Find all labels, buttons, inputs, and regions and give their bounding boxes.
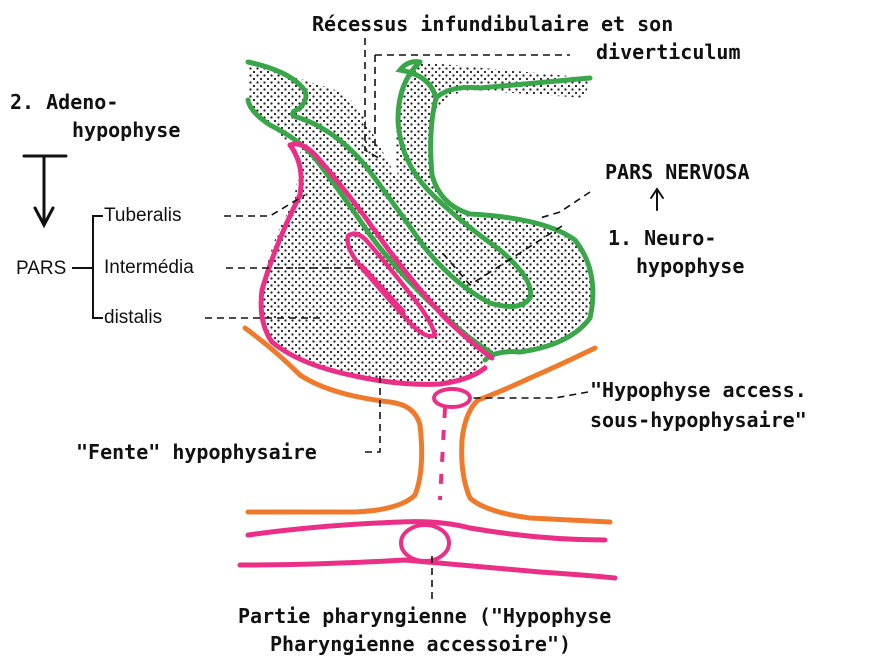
label-recessus-line2: diverticulum [596, 42, 741, 62]
leader-fente [365, 372, 380, 452]
arrow-down-icon [24, 156, 66, 225]
pharyngeal-hypophysis-ellipse [401, 525, 449, 561]
label-adeno-line1: 2. Adeno- [10, 92, 118, 112]
label-pharyngeal-line2: Pharyngienne accessoire") [270, 634, 571, 654]
label-neuro-line2: hypophyse [636, 256, 744, 276]
stalk-dashed-line [440, 408, 445, 500]
label-recessus-line1: Récessus infundibulaire et son [312, 14, 673, 34]
label-access-line1: "Hypophyse access. [590, 380, 807, 400]
orange-wall-right [462, 348, 610, 522]
arrow-up-icon [651, 189, 663, 210]
leader-pars-nervosa [540, 192, 590, 218]
label-fente: "Fente" hypophysaire [76, 442, 317, 462]
label-intermedia: Intermédia [104, 258, 194, 277]
label-pars: PARS [16, 259, 66, 278]
label-access-line2: sous-hypophysaire" [590, 410, 807, 430]
label-distalis: distalis [104, 308, 162, 327]
label-pars-nervosa: PARS NERVOSA [605, 162, 750, 182]
label-neuro-line1: 1. Neuro- [608, 228, 716, 248]
label-pharyngeal-line1: Partie pharyngienne ("Hypophyse [238, 606, 611, 626]
pars-bracket [72, 216, 103, 318]
label-tuberalis: Tuberalis [104, 206, 181, 225]
accessory-hypophysis-ellipse [434, 389, 470, 407]
label-adeno-line2: hypophyse [72, 120, 180, 140]
